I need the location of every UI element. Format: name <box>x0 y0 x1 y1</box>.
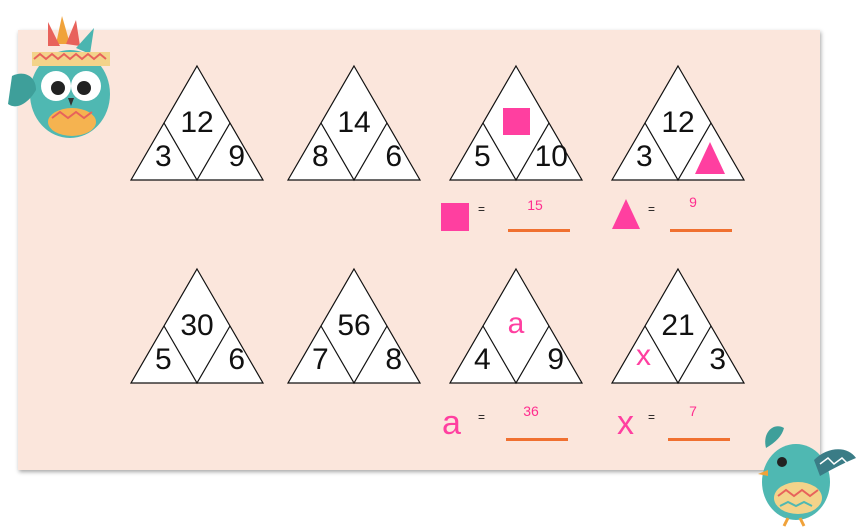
answer-line <box>508 229 570 232</box>
number-triangle-8: 21 x 3 <box>610 267 746 385</box>
answer-value: 15 <box>527 197 543 213</box>
triangle-outline <box>286 64 422 182</box>
pink-square-icon <box>441 203 469 231</box>
triangle-outline <box>286 267 422 385</box>
bird-icon <box>758 426 856 527</box>
triangle-outline <box>610 64 746 182</box>
triangle-left-number: 3 <box>155 140 172 173</box>
answer-line <box>670 229 732 232</box>
triangle-top-number: 12 <box>661 106 695 139</box>
triangle-top-variable: a <box>507 307 525 340</box>
answer-value: 36 <box>523 403 539 419</box>
triangle-top-number: 12 <box>180 106 214 139</box>
owl-icon <box>8 16 110 138</box>
equals-sign: = <box>478 410 486 424</box>
triangle-right-number: 6 <box>228 343 245 376</box>
number-triangle-2: 14 8 6 <box>286 64 422 182</box>
triangle-right-number: 9 <box>547 343 564 376</box>
number-triangle-7: a 4 9 <box>448 267 584 385</box>
equals-sign: = <box>648 410 656 424</box>
pink-triangle-icon <box>612 199 640 229</box>
triangle-right-number: 8 <box>385 343 402 376</box>
triangle-left-number: 5 <box>155 343 172 376</box>
triangle-left-number: 8 <box>312 140 329 173</box>
triangle-left-variable: x <box>636 339 651 372</box>
triangle-left-number: 4 <box>474 343 491 376</box>
triangle-left-number: 5 <box>474 140 491 173</box>
triangle-left-number: 7 <box>312 343 329 376</box>
pink-triangle-icon <box>695 142 725 174</box>
triangle-top-number: 30 <box>180 309 214 342</box>
equals-sign: = <box>478 202 486 216</box>
triangle-left-number: 3 <box>636 140 653 173</box>
triangle-right-number: 6 <box>385 140 402 173</box>
variable-a-label: a <box>442 404 461 442</box>
triangle-outline <box>129 267 265 385</box>
equals-sign: = <box>648 202 656 216</box>
triangle-top-number: 21 <box>661 309 695 342</box>
answer-line <box>668 438 730 441</box>
variable-x-label: x <box>617 404 634 442</box>
number-triangle-3: 5 10 <box>448 64 584 182</box>
number-triangle-4: 12 3 <box>610 64 746 182</box>
number-triangle-1: 12 3 9 <box>129 64 265 182</box>
number-triangle-6: 56 7 8 <box>286 267 422 385</box>
triangle-right-number: 3 <box>709 343 726 376</box>
answer-value: 9 <box>689 194 697 210</box>
triangle-outline <box>448 64 584 182</box>
number-triangle-5: 30 5 6 <box>129 267 265 385</box>
triangle-right-number: 10 <box>534 140 568 173</box>
triangle-outline <box>448 267 584 385</box>
triangle-outline <box>129 64 265 182</box>
triangle-outline <box>610 267 746 385</box>
triangle-top-number: 14 <box>337 106 371 139</box>
pink-square-icon <box>503 108 530 135</box>
triangle-top-number: 56 <box>337 309 371 342</box>
answer-line <box>506 438 568 441</box>
triangle-right-number: 9 <box>228 140 245 173</box>
answer-value: 7 <box>689 403 697 419</box>
